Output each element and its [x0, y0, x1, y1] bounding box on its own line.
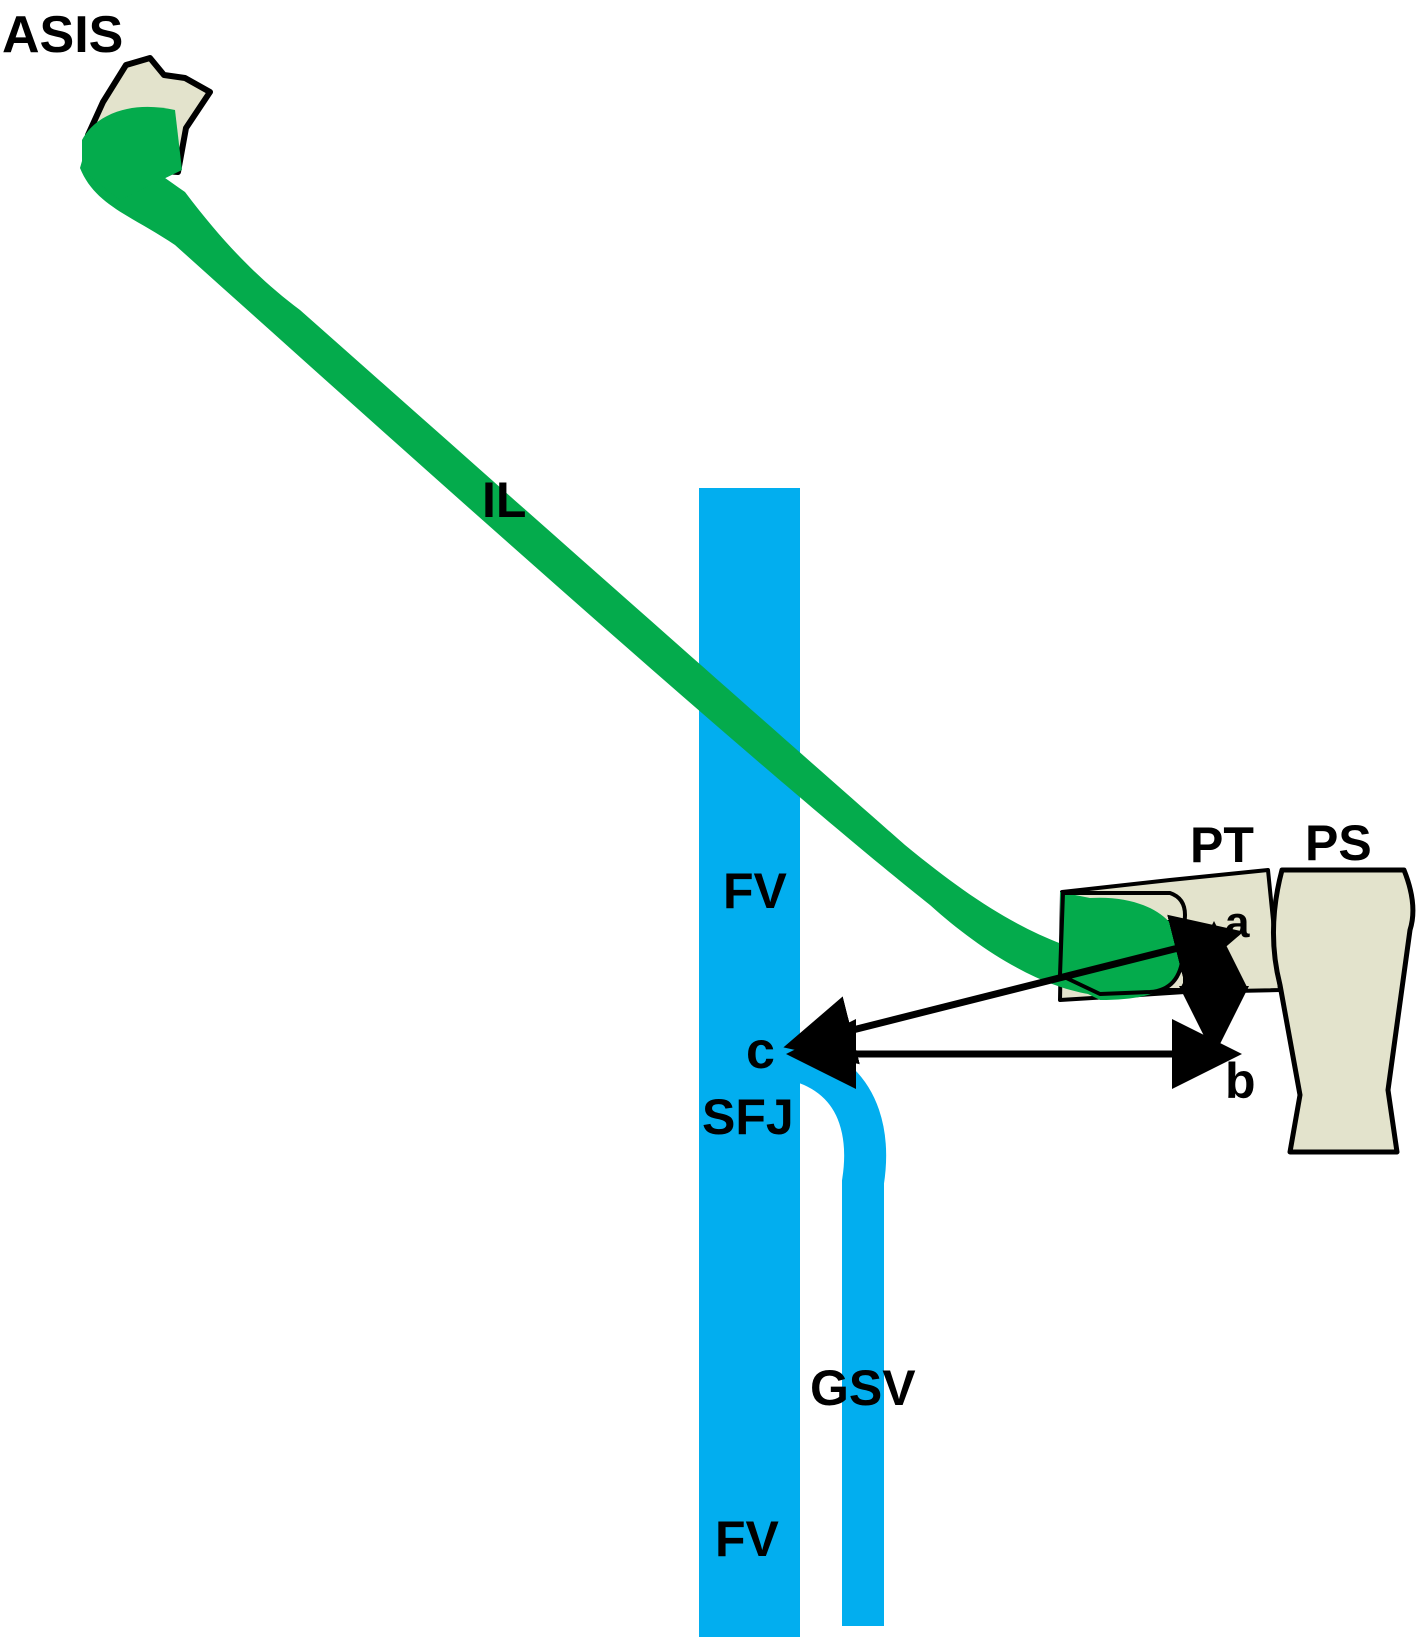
label-gsv: GSV: [810, 1360, 916, 1416]
great-saphenous-vein: [789, 1039, 887, 1626]
inguinal-ligament: [80, 140, 1120, 995]
label-c: c: [746, 1022, 775, 1080]
label-asis: ASIS: [2, 6, 123, 64]
label-fv-lower: FV: [715, 1511, 780, 1567]
label-pt: PT: [1190, 817, 1254, 873]
label-a: a: [1225, 898, 1250, 947]
label-il: IL: [482, 472, 526, 528]
label-b: b: [1225, 1053, 1256, 1109]
label-ps: PS: [1305, 815, 1372, 871]
label-fv-upper: FV: [723, 863, 788, 919]
pubic-symphysis: [1270, 867, 1416, 1155]
label-sfj: SFJ: [702, 1089, 794, 1145]
ligament-asis-attachment: [82, 106, 182, 200]
